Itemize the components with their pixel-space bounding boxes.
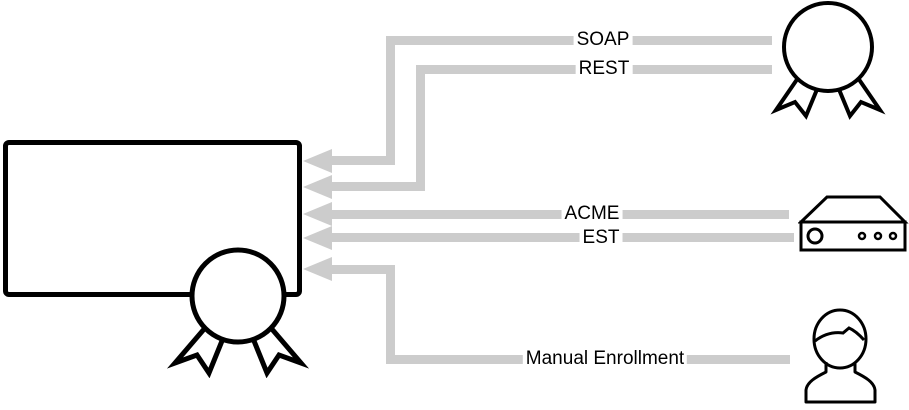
soap-line-shaft	[330, 156, 395, 165]
appliance-dial	[806, 227, 824, 245]
appliance-top	[797, 195, 909, 224]
person-head	[812, 308, 868, 370]
award-ribbon-icon	[166, 247, 310, 378]
soap-arrowhead-icon	[303, 149, 332, 173]
appliance-led-2	[873, 231, 883, 241]
person-body	[804, 362, 877, 404]
ribbon-medal-circle	[782, 1, 874, 93]
est-label: EST	[579, 227, 623, 249]
appliance-front	[799, 220, 907, 252]
appliance-icon	[797, 164, 909, 259]
rest-line-shaft	[330, 182, 425, 191]
appliance-led-1	[857, 231, 867, 241]
est-arrowhead-icon	[303, 226, 332, 250]
ribbon-medal-circle	[189, 247, 287, 345]
manual-line-shaft	[330, 265, 395, 274]
appliance-drawing	[797, 195, 909, 252]
rest-label: REST	[575, 58, 633, 80]
manual-arrowhead-icon	[303, 257, 332, 281]
manual-line-vertical	[386, 265, 395, 364]
certificate-box	[3, 140, 302, 297]
appliance-led-3	[888, 231, 898, 241]
acme-line	[330, 210, 789, 219]
soap-label: SOAP	[573, 29, 633, 51]
rest-line-vertical	[416, 65, 425, 187]
acme-label: ACME	[561, 203, 623, 225]
award-ribbon-icon	[770, 1, 886, 120]
person-hair	[814, 326, 866, 343]
soap-line-vertical	[386, 36, 395, 163]
rest-arrowhead-icon	[303, 175, 332, 199]
acme-arrowhead-icon	[303, 202, 332, 226]
person-icon	[804, 308, 877, 404]
manual-enrollment-label: Manual Enrollment	[522, 348, 688, 370]
est-line	[330, 233, 794, 242]
